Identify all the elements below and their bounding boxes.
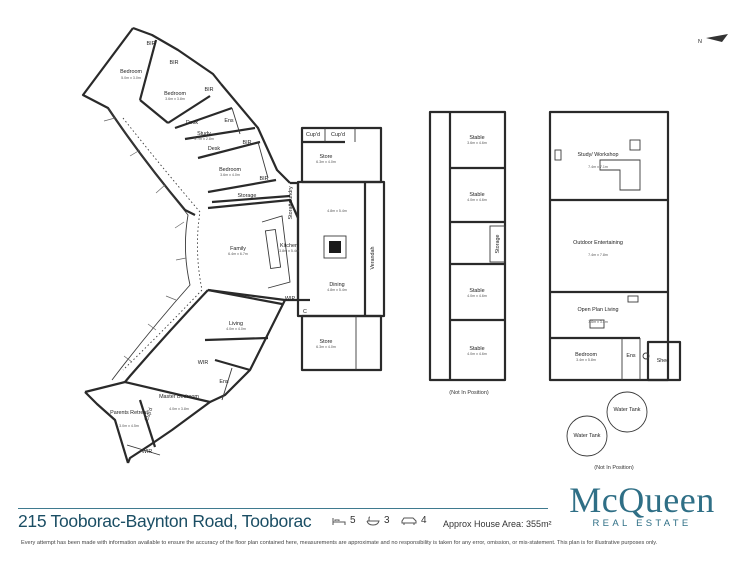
living-dims: 4.0m x 4.0m	[226, 327, 246, 331]
north-arrow-icon: N	[698, 34, 728, 45]
ensuite-2-label: Ens	[219, 379, 229, 385]
store-1-label: Store	[320, 154, 333, 160]
bedroom-2-label: Bedroom	[164, 91, 186, 97]
car-spaces-stat: 4	[401, 515, 427, 526]
dining-dims: 4.8m x 5.4m	[327, 288, 347, 292]
brand-subtitle: REAL ESTATE	[592, 518, 692, 529]
master-bedroom-label: Master Bedroom	[159, 394, 199, 400]
study-dims: 3.7m x 2.8m	[194, 137, 214, 141]
wir-2-label: WIR	[142, 449, 153, 455]
brand-logo: McQueen REAL ESTATE	[553, 482, 731, 529]
stable-4-dims: 4.0m x 4.6m	[467, 352, 487, 356]
outdoor-entertaining-label: Outdoor Entertaining	[573, 240, 623, 246]
bathrooms-count: 3	[384, 515, 390, 526]
bedrooms-count: 5	[350, 515, 356, 526]
compass-label: N	[698, 39, 702, 45]
kitchen-label: Kitchen	[280, 243, 298, 249]
stable-3-label: Stable	[469, 288, 484, 294]
dining-block	[296, 126, 386, 372]
main-house	[81, 26, 300, 464]
bedroom-1-dims: 5.0m x 3.0m	[121, 76, 141, 80]
store-1-dims: 6.3m x 4.0m	[316, 160, 336, 164]
cupd-1-label: Cup'd	[306, 132, 320, 138]
bir-4-label: BIR	[243, 140, 252, 146]
not-in-position-note-1: (Not In Position)	[449, 390, 489, 396]
living-label: Living	[229, 321, 243, 327]
bedroom-3-label: Bedroom	[219, 167, 241, 173]
c-mark-label: C	[303, 309, 307, 315]
verandah-label: Verandah	[370, 246, 376, 269]
wir-1-label: WIR	[198, 360, 209, 366]
bed-icon	[332, 517, 346, 525]
water-tank-1-label: Water Tank	[614, 407, 641, 413]
stable-1-dims: 3.6m x 4.6m	[467, 141, 487, 145]
footer-divider	[18, 508, 548, 509]
brand-name: McQueen	[569, 480, 715, 520]
ensuite-1-label: Ens	[224, 118, 234, 124]
water-tank-2-label: Water Tank	[574, 433, 601, 439]
storage-2-label: Storage	[288, 201, 294, 220]
bedrooms-stat: 5	[332, 515, 356, 526]
stable-2-label: Stable	[469, 192, 484, 198]
disclaimer-text: Every attempt has been made with informa…	[21, 540, 658, 546]
family-dims: 6.4m x 6.7m	[228, 252, 248, 256]
bir-2-label: BIR	[170, 60, 179, 66]
family-label: Family	[230, 246, 246, 252]
verandah-area-dims: 4.8m x 5.4m	[327, 209, 347, 213]
bedroom-1-label: Bedroom	[120, 69, 142, 75]
bir-1-label: BIR	[147, 41, 156, 47]
store-2-dims: 6.3m x 4.0m	[316, 345, 336, 349]
store-2-label: Store	[320, 339, 333, 345]
bedroom-3-dims: 3.6m x 4.0m	[220, 173, 240, 177]
desk-2-label: Desk	[208, 146, 221, 152]
master-bedroom-dims: 4.0m x 3.8m	[169, 407, 189, 411]
cupd-2-label: Cup'd	[331, 132, 345, 138]
stable-1-label: Stable	[469, 135, 484, 141]
study-label: Study	[197, 131, 211, 137]
stable-2-dims: 4.0m x 4.6m	[467, 198, 487, 202]
car-spaces-count: 4	[421, 515, 427, 526]
workshop-label: Study/ Workshop	[578, 152, 619, 158]
parents-retreat-label: Parents Retreat	[110, 410, 148, 416]
open-plan-living-label: Open Plan Living	[577, 307, 618, 313]
bir-5-label: BIR	[260, 176, 269, 182]
storage-1-label: Storage	[238, 193, 257, 199]
desk-1-label: Desk	[186, 120, 199, 126]
property-address: 215 Tooborac-Baynton Road, Tooborac	[18, 511, 312, 531]
bath-icon	[366, 516, 380, 526]
bir-3-label: BIR	[205, 87, 214, 93]
stable-3-dims: 4.0m x 4.6m	[467, 294, 487, 298]
bedroom-4-dims: 3.4m x 5.8m	[576, 358, 596, 362]
house-area: Approx House Area: 355m²	[443, 519, 552, 529]
dining-label: Dining	[329, 282, 344, 288]
water-tank-circle-2	[566, 415, 608, 457]
cupd-3-label: Cup'd	[144, 407, 154, 422]
wip-label: WIP	[285, 296, 296, 302]
stable-storage-label: Storage	[495, 235, 501, 254]
workshop-building	[548, 110, 682, 382]
parents-retreat-dims: 3.0m x 4.5m	[119, 424, 139, 428]
not-in-position-note-2: (Not In Position)	[594, 465, 634, 471]
stable-4-label: Stable	[469, 346, 484, 352]
shed-label: Shed	[657, 358, 670, 364]
bedroom-2-dims: 3.6m x 3.8m	[165, 97, 185, 101]
outdoor-entertaining-dims: 7.4m x 7.8m	[588, 253, 608, 257]
bathrooms-stat: 3	[366, 515, 390, 526]
water-tank-circle-1	[606, 391, 648, 433]
stables	[428, 110, 507, 382]
ensuite-3-label: Ens	[626, 353, 636, 359]
open-plan-living-dims: 7.6m x 3.4m	[588, 320, 608, 324]
car-icon	[401, 517, 417, 525]
workshop-dims: 7.4m x 7.1m	[588, 165, 608, 169]
kitchen-dims: 3.8m x 5.4m	[279, 249, 299, 253]
laundry-label: Laundry	[288, 186, 294, 206]
bedroom-4-label: Bedroom	[575, 352, 597, 358]
floor-plan: N BIR BIR BIR Bedroom 5.0m x 3.0m Bedroo…	[81, 26, 728, 471]
